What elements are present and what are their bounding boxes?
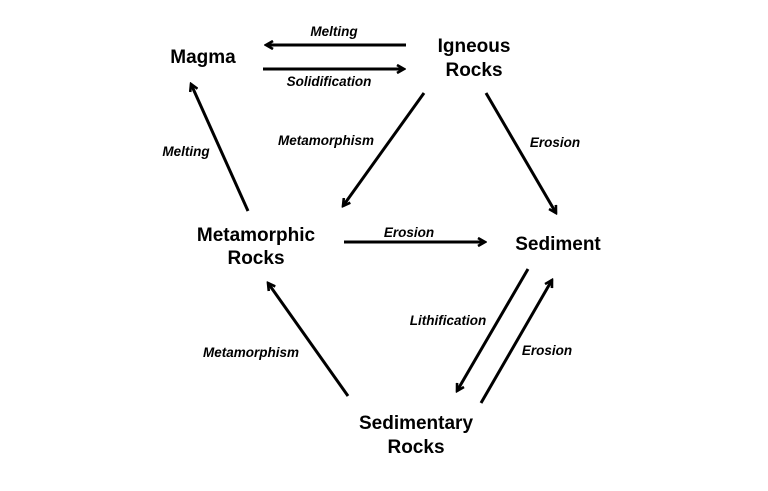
edge-label-sediment-to-sedimentary: Lithification — [410, 313, 487, 328]
node-sedimentary-rocks: Sedimentary Rocks — [359, 413, 473, 458]
node-metamorphic-line2: Rocks — [227, 248, 284, 269]
arrow-igneous-to-sediment — [484, 92, 556, 213]
arrow-sediment-to-sedimentary — [457, 268, 530, 391]
node-sedimentary-line2: Rocks — [387, 437, 444, 458]
arrow-igneous-to-metamorphic — [343, 92, 426, 206]
node-metamorphic-line1: Metamorphic — [197, 225, 316, 246]
edge-label-igneous-to-magma: Melting — [310, 24, 358, 39]
node-igneous-line1: Igneous — [438, 36, 511, 57]
node-magma: Magma — [170, 47, 236, 68]
node-igneous-rocks: Igneous Rocks — [438, 36, 511, 81]
edge-label-igneous-to-sediment: Erosion — [530, 135, 580, 150]
edge-label-metamorphic-to-sediment: Erosion — [384, 225, 434, 240]
edge-label-magma-to-igneous: Solidification — [287, 74, 372, 89]
node-igneous-line2: Rocks — [445, 60, 502, 81]
node-sediment: Sediment — [515, 234, 601, 255]
edge-label-metamorphic-to-magma: Melting — [162, 144, 210, 159]
edge-label-sedimentary-to-sediment: Erosion — [522, 343, 572, 358]
arrow-sedimentary-to-metamorphic — [268, 283, 350, 397]
node-metamorphic-rocks: Metamorphic Rocks — [197, 225, 316, 269]
edge-label-igneous-to-metamorphic: Metamorphism — [278, 133, 374, 148]
arrow-metamorphic-to-magma — [191, 84, 250, 212]
node-sedimentary-line1: Sedimentary — [359, 413, 473, 434]
edge-label-sedimentary-to-metamorphic: Metamorphism — [203, 345, 299, 360]
arrow-sedimentary-to-sediment — [479, 280, 552, 404]
